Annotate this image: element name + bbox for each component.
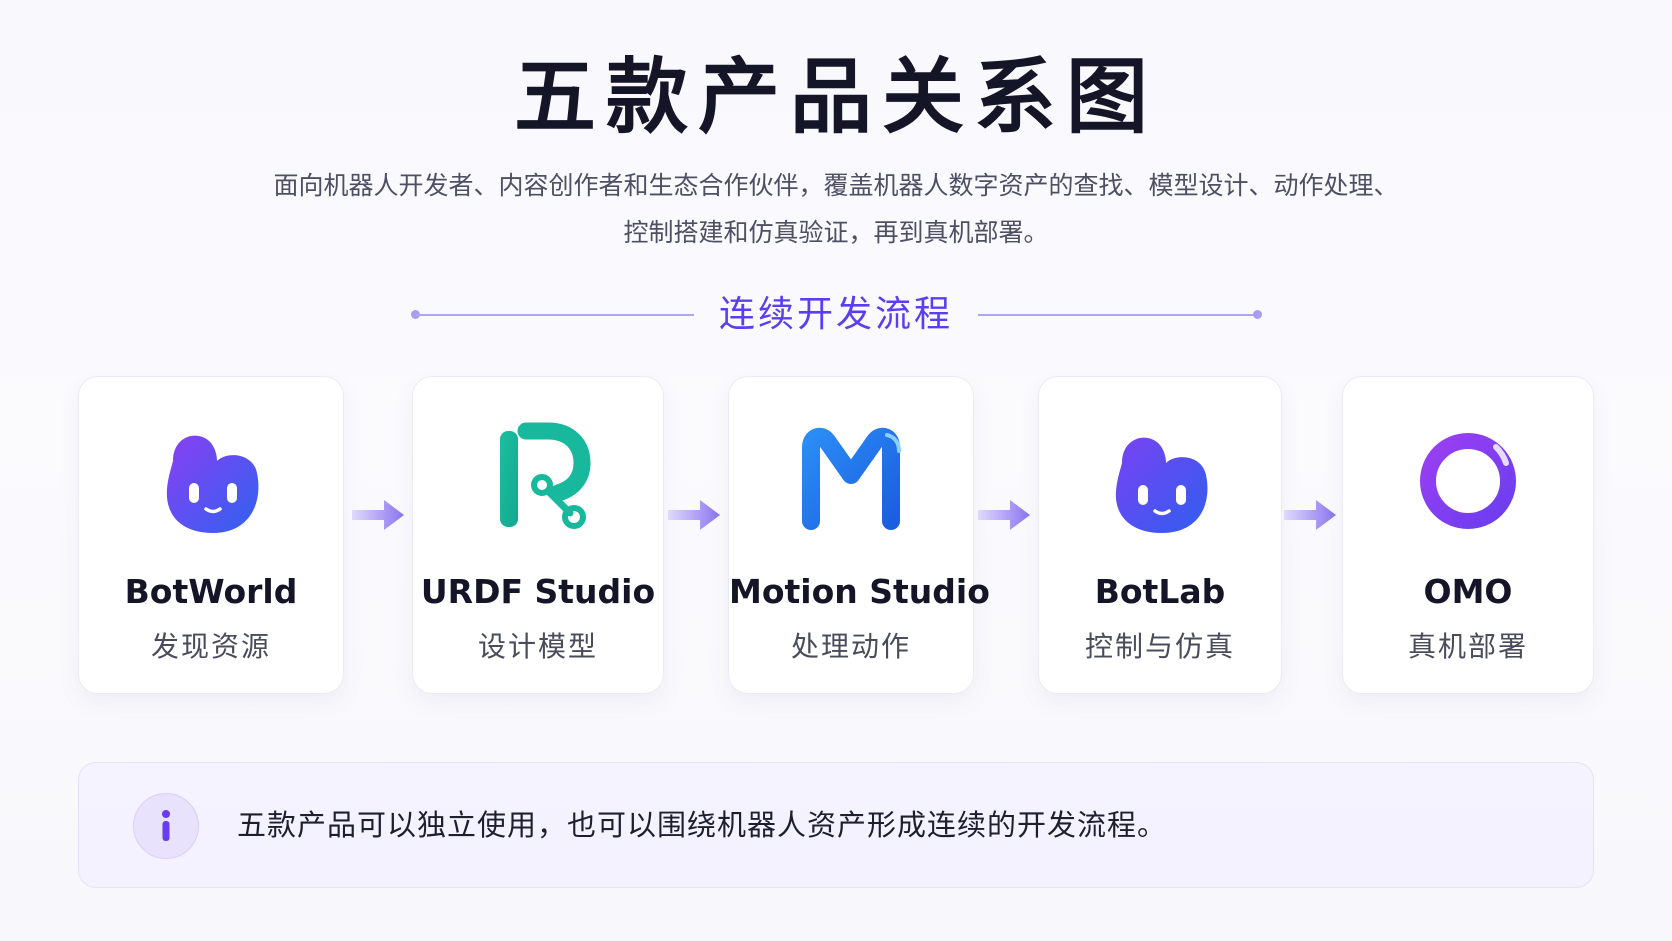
flow-arrow-1 — [348, 494, 408, 536]
product-name-urdf-studio: URDF Studio — [420, 572, 656, 611]
product-name-botworld: BotWorld — [124, 572, 298, 611]
omo-ring-icon — [1408, 421, 1528, 541]
product-name-botlab: BotLab — [1094, 572, 1226, 611]
product-card-motion-studio[interactable]: Motion Studio 处理动作 — [728, 376, 990, 694]
product-name-motion-studio: Motion Studio — [729, 572, 990, 611]
urdf-studio-r-icon — [478, 421, 598, 541]
subtitle-line-2: 控制搭建和仿真验证，再到真机部署。 — [623, 218, 1049, 247]
botlab-mascot-icon — [1100, 421, 1220, 541]
product-role-motion-studio: 处理动作 — [790, 630, 911, 663]
flow-header: 连续开发流程 — [0, 290, 1672, 340]
flow-line-right-dot — [1253, 310, 1262, 319]
botworld-mascot-icon — [151, 421, 271, 541]
flow-arrow-3 — [974, 494, 1034, 536]
product-card-botworld[interactable]: BotWorld 发现资源 — [78, 376, 344, 694]
page-title: 五款产品关系图 — [513, 50, 1158, 145]
info-note: 五款产品可以独立使用，也可以围绕机器人资产形成连续的开发流程。 — [78, 762, 1594, 888]
flow-label: 连续开发流程 — [718, 294, 953, 335]
subtitle-line-1: 面向机器人开发者、内容创作者和生态合作伙伴，覆盖机器人数字资产的查找、模型设计、… — [273, 171, 1399, 200]
flow-line-left-dot — [411, 310, 420, 319]
product-card-botlab[interactable]: BotLab 控制与仿真 — [1038, 376, 1282, 694]
product-role-omo: 真机部署 — [1407, 630, 1528, 663]
product-card-omo[interactable]: OMO 真机部署 — [1342, 376, 1594, 694]
product-name-omo: OMO — [1423, 572, 1513, 611]
info-icon — [133, 793, 199, 859]
motion-studio-m-icon — [791, 421, 911, 541]
product-role-botlab: 控制与仿真 — [1084, 630, 1235, 663]
flow-line-left — [416, 314, 694, 316]
product-role-botworld: 发现资源 — [150, 630, 271, 663]
flow-arrow-2 — [664, 494, 724, 536]
info-note-text: 五款产品可以独立使用，也可以围绕机器人资产形成连续的开发流程。 — [237, 808, 1168, 842]
product-card-urdf-studio[interactable]: URDF Studio 设计模型 — [412, 376, 664, 694]
flow-line-right — [978, 314, 1256, 316]
product-role-urdf-studio: 设计模型 — [477, 630, 598, 663]
flow-arrow-4 — [1280, 494, 1340, 536]
page-subtitle: 面向机器人开发者、内容创作者和生态合作伙伴，覆盖机器人数字资产的查找、模型设计、… — [200, 162, 1472, 256]
